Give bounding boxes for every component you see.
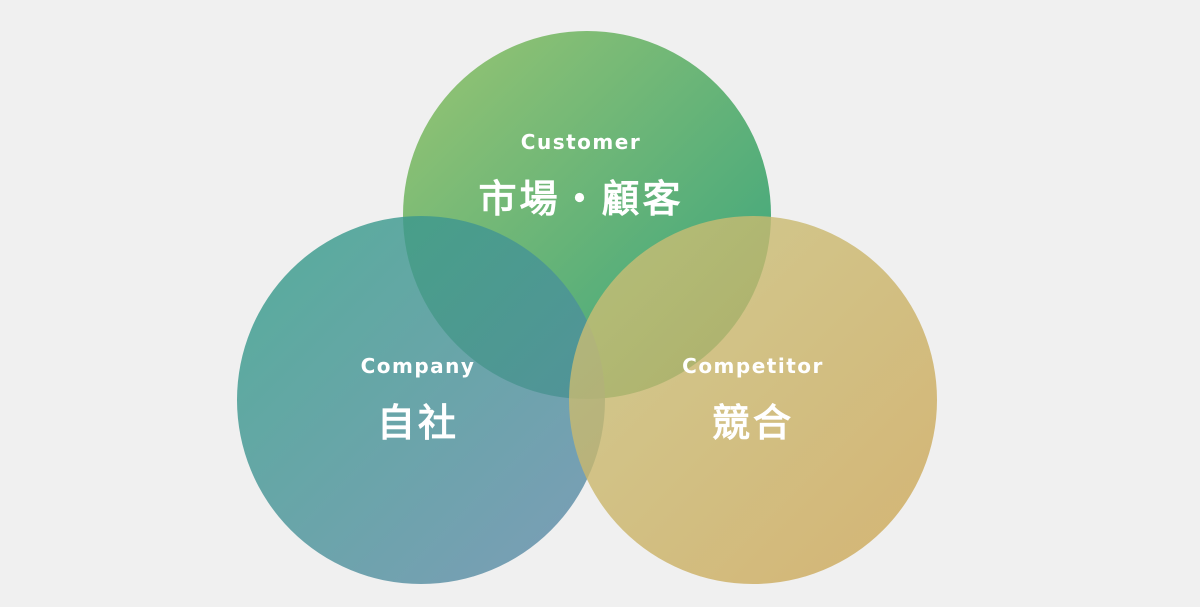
circle-company: [237, 216, 605, 584]
customer-en-label: Customer: [520, 130, 642, 154]
customer-jp-label: 市場・顧客: [478, 177, 684, 221]
label-customer: Customer 市場・顧客: [431, 130, 731, 223]
company-jp-label: 自社: [376, 401, 459, 445]
competitor-jp-label: 競合: [711, 401, 794, 445]
company-en-label: Company: [360, 354, 476, 378]
label-company: Company 自社: [268, 354, 568, 447]
circle-competitor: [569, 216, 937, 584]
competitor-en-label: Competitor: [682, 354, 824, 378]
label-competitor: Competitor 競合: [603, 354, 903, 447]
